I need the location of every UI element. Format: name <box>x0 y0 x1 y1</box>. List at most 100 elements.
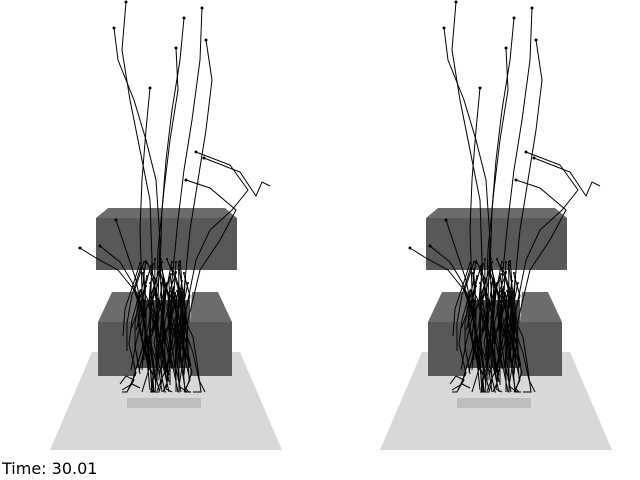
trajectory-line <box>169 7 203 385</box>
trajectory-line <box>170 261 178 349</box>
trajectory-line <box>479 263 496 392</box>
trajectory-line <box>126 267 141 351</box>
lower-right-pillar-front <box>520 322 562 376</box>
trajectory-head <box>442 26 446 30</box>
trajectory-head <box>150 265 152 267</box>
floor-slot <box>127 398 201 408</box>
trajectory-head <box>513 272 515 274</box>
trajectory-head <box>161 269 163 271</box>
trajectory-head <box>490 262 492 264</box>
trajectory-head <box>490 282 492 284</box>
trajectory-head <box>112 26 116 30</box>
trajectory-head <box>162 277 164 279</box>
right-eye-view <box>380 0 612 450</box>
trajectory-head <box>514 276 516 278</box>
trajectory-head <box>187 282 189 284</box>
trajectory-line <box>443 27 491 371</box>
trajectory-head <box>114 218 118 222</box>
trajectory-line <box>148 283 170 383</box>
trajectory-head <box>475 285 477 287</box>
trajectory-head <box>145 260 147 262</box>
trajectory-head <box>482 263 484 265</box>
trajectory-head <box>476 262 478 264</box>
trajectory-head <box>492 277 494 279</box>
trajectory-line <box>178 292 188 393</box>
trajectory-head <box>534 38 538 42</box>
trajectory-head <box>478 86 482 90</box>
trajectory-head <box>505 261 507 263</box>
trajectory-head <box>428 244 432 248</box>
lower-left-pillar-front <box>428 322 466 376</box>
trajectory-line <box>499 7 533 385</box>
trajectory-line <box>147 274 172 369</box>
time-readout: Time: 30.01 <box>2 459 97 479</box>
lower-left-pillar-front <box>98 322 136 376</box>
trajectory-head <box>171 267 173 269</box>
trajectory-head <box>143 261 145 263</box>
trajectory-head <box>469 262 471 264</box>
trajectory-line <box>485 47 509 381</box>
trajectory-head <box>491 269 493 271</box>
trajectory-line <box>183 277 189 349</box>
trajectory-line <box>508 292 518 393</box>
trajectory-line <box>464 294 471 375</box>
trajectory-head <box>182 16 186 20</box>
trajectory-head <box>141 296 143 298</box>
left-eye-view <box>50 0 282 450</box>
trajectory-line <box>149 259 163 393</box>
trajectory-head <box>78 246 82 250</box>
trajectory-head <box>530 6 534 10</box>
trajectory-line <box>134 262 145 331</box>
trajectory-line <box>137 297 150 393</box>
trajectory-head <box>179 260 181 262</box>
trajectory-head <box>194 150 198 154</box>
trajectory-line <box>161 280 171 376</box>
trajectory-line <box>452 291 471 393</box>
trajectory-head <box>473 261 475 263</box>
trajectory-head <box>181 291 183 293</box>
trajectory-head <box>170 273 172 275</box>
trajectory-line <box>481 263 500 393</box>
trajectory-line <box>479 259 493 393</box>
trajectory-line <box>472 268 485 354</box>
trajectory-line <box>121 383 141 391</box>
trajectory-line <box>151 263 170 393</box>
trajectory-head <box>204 38 208 42</box>
trajectory-head <box>200 6 204 10</box>
upper-block-top <box>426 208 567 218</box>
trajectory-line <box>460 260 477 330</box>
trajectory-head <box>151 267 153 269</box>
trajectory-head <box>184 276 186 278</box>
lower-right-pillar-front <box>190 322 232 376</box>
trajectory-line <box>142 268 155 354</box>
trajectory-head <box>171 261 173 263</box>
trajectory-line <box>166 259 192 367</box>
lower-left-pillar-top <box>428 292 470 322</box>
trajectory-head <box>444 218 448 222</box>
trajectory-head <box>490 258 492 260</box>
trajectory-line <box>500 261 508 349</box>
trajectory-head <box>471 296 473 298</box>
trajectory-line <box>178 264 184 343</box>
trajectory-head <box>124 0 128 4</box>
trajectory-head <box>484 258 486 260</box>
particle-trajectories <box>408 0 601 393</box>
trajectory-line <box>122 291 141 393</box>
upper-block-top <box>96 208 237 218</box>
trajectory-line <box>452 262 471 337</box>
trajectory-head <box>501 267 503 269</box>
trajectory-head <box>166 283 168 285</box>
trajectory-line <box>183 179 237 376</box>
trajectory-head <box>154 258 156 260</box>
trajectory-line <box>175 284 181 389</box>
lower-right-pillar-top <box>190 292 232 322</box>
trajectory-head <box>145 285 147 287</box>
trajectory-line <box>467 297 480 393</box>
trajectory-head <box>98 244 102 248</box>
trajectory-head <box>500 273 502 275</box>
trajectory-line <box>122 262 141 337</box>
trajectory-line <box>513 277 519 349</box>
trajectory-line <box>505 284 511 389</box>
trajectory-head <box>160 282 162 284</box>
